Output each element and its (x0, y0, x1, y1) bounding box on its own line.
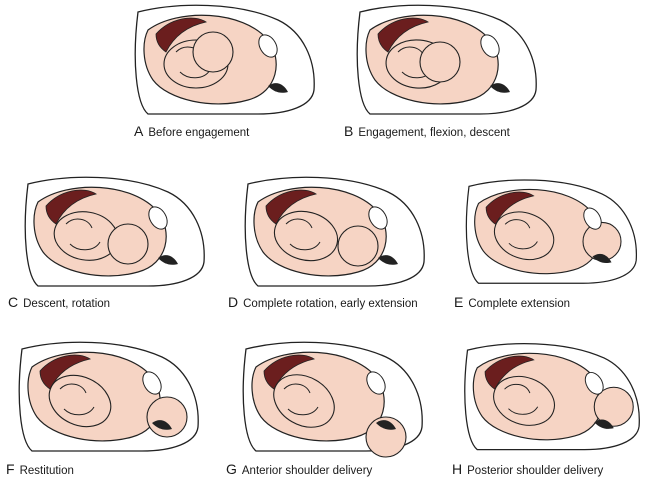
panel-h: H Posterior shoulder delivery (448, 337, 648, 482)
panel-f: F Restitution (2, 337, 202, 482)
cavity-shape (45, 189, 98, 225)
pubic-symphysis (480, 34, 500, 58)
fetal-limbs (65, 218, 101, 251)
perineum-mark (378, 255, 398, 265)
perineum-mark (490, 83, 510, 93)
panel-f-label: Restitution (19, 465, 74, 477)
fetal-body (48, 374, 112, 428)
fetal-head (337, 225, 379, 267)
panel-g: G Anterior shoulder delivery (226, 337, 431, 482)
panel-b-label: Engagement, flexion, descent (358, 127, 510, 139)
panel-f-caption: F Restitution (6, 461, 74, 477)
panel-b-caption: B Engagement, flexion, descent (344, 123, 510, 139)
pubic-symphysis (142, 371, 162, 395)
panel-b-letter: B (344, 123, 354, 139)
pubic-symphysis (368, 206, 388, 230)
panel-g-caption: G Anterior shoulder delivery (226, 461, 372, 477)
panel-c-label: Descent, rotation (23, 298, 111, 310)
panel-a-label: Before engagement (148, 127, 250, 139)
panel-d-label: Complete rotation, early extension (243, 298, 418, 310)
perineum-mark (152, 420, 172, 430)
perineum-mark (592, 253, 612, 264)
panel-a-letter: A (134, 123, 144, 139)
fetal-body (273, 374, 335, 428)
panel-h-letter: H (452, 461, 463, 477)
panel-a-illustration (134, 4, 315, 115)
panel-e-letter: E (454, 294, 464, 310)
panel-d-caption: D Complete rotation, early extension (228, 294, 418, 310)
perineum-mark (158, 255, 178, 265)
fetal-head (593, 386, 634, 427)
cavity-shape (39, 354, 92, 390)
pubic-symphysis (148, 206, 168, 230)
panel-f-letter: F (6, 461, 15, 477)
fetal-limbs (285, 218, 321, 251)
panel-g-label: Anterior shoulder delivery (241, 465, 373, 477)
pubic-symphysis (584, 371, 604, 395)
fetal-limbs (283, 383, 319, 416)
panel-c-caption: C Descent, rotation (8, 294, 110, 310)
panel-a: A Before engagement (118, 0, 318, 150)
cavity-shape (484, 355, 535, 390)
cavity-shape (265, 189, 318, 225)
panel-e: E Complete extension (450, 172, 645, 317)
fetal-head (107, 223, 149, 265)
fetal-head (192, 31, 234, 73)
fetal-head (365, 416, 407, 458)
pubic-symphysis (583, 207, 602, 230)
panel-d-illustration (244, 176, 425, 287)
cavity-shape (263, 354, 316, 390)
panel-e-label: Complete extension (468, 298, 570, 310)
cavity-shape (377, 17, 430, 53)
panel-e-caption: E Complete extension (454, 294, 570, 310)
fetal-head (419, 41, 461, 83)
panel-b-illustration (356, 4, 537, 115)
perineum-mark (268, 83, 288, 93)
panel-c-letter: C (8, 294, 19, 310)
fetal-limbs (504, 219, 538, 250)
fetal-limbs (59, 383, 95, 416)
panel-g-letter: G (226, 461, 237, 477)
cavity-shape (485, 191, 535, 225)
panel-b: B Engagement, flexion, descent (340, 0, 550, 150)
cavity-shape (155, 17, 208, 53)
fetal-body (493, 211, 555, 261)
panel-h-label: Posterior shoulder delivery (467, 465, 604, 477)
panel-c-illustration (24, 176, 205, 287)
panel-h-caption: H Posterior shoulder delivery (452, 461, 603, 477)
panel-c: C Descent, rotation (8, 172, 208, 317)
panel-f-illustration (18, 341, 199, 452)
fetal-limbs (504, 383, 539, 415)
pubic-symphysis (366, 371, 386, 395)
fetal-head (146, 396, 188, 438)
pubic-symphysis (258, 34, 278, 58)
panel-g-illustration (242, 341, 423, 458)
panel-e-illustration (465, 179, 637, 284)
perineum-mark (594, 419, 614, 429)
panel-h-illustration (464, 342, 640, 451)
fetal-body (493, 375, 555, 426)
panel-d: D Complete rotation, early extension (228, 172, 433, 317)
perineum-mark (376, 420, 396, 430)
fetal-body (273, 210, 339, 262)
panel-d-letter: D (228, 294, 239, 310)
panel-a-caption: A Before engagement (134, 123, 249, 139)
